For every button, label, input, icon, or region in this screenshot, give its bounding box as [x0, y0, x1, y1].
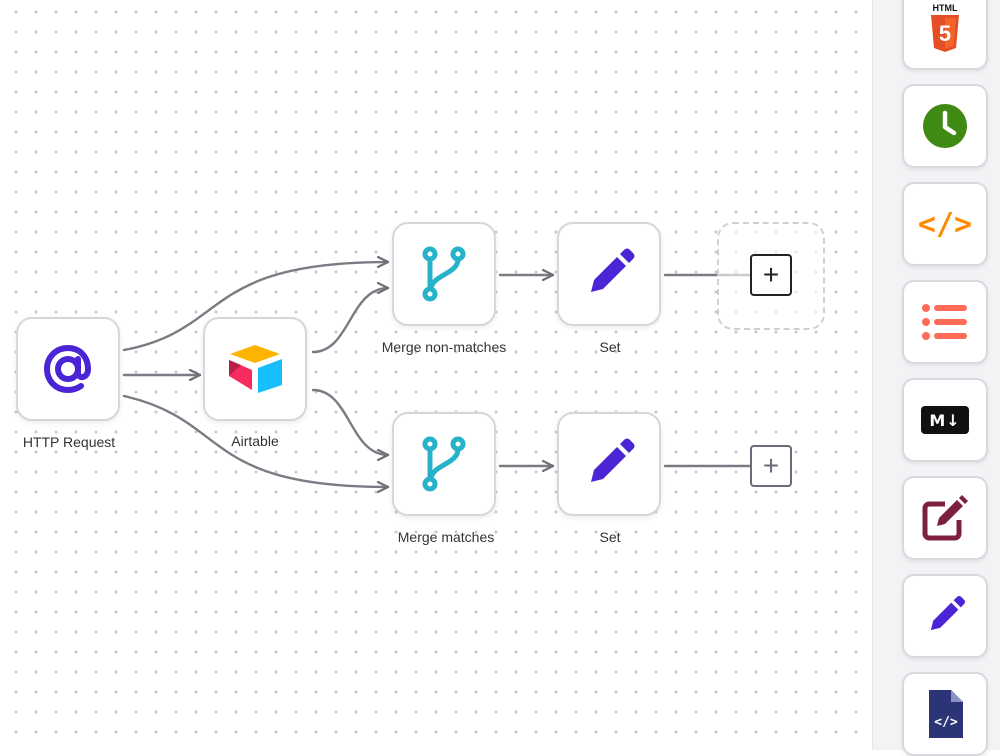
pencil-icon: [591, 438, 635, 482]
code-brackets-icon: </>: [917, 206, 973, 242]
node-merge-non-matches[interactable]: [392, 222, 496, 326]
airtable-logo-icon: [229, 345, 282, 393]
node-airtable[interactable]: [203, 317, 307, 421]
node-label-http-request: HTTP Request: [22, 434, 116, 450]
code-file-glyph: </>: [934, 715, 958, 730]
node-set-bottom[interactable]: [557, 412, 661, 516]
html5-icon: HTML 5: [931, 3, 959, 52]
node-panel[interactable]: HTML 5 </> M↓: [872, 0, 1000, 756]
panel-item-item-lists[interactable]: [902, 280, 988, 364]
plus-icon: +: [762, 450, 780, 481]
edge-airtable-to-merge-matches[interactable]: [311, 388, 390, 455]
node-label-merge-non-matches: Merge non-matches: [381, 339, 507, 355]
pencil-icon: [591, 248, 635, 292]
node-label-airtable: Airtable: [231, 433, 279, 449]
connections-layer: [122, 0, 752, 750]
panel-item-code-file[interactable]: </>: [902, 672, 988, 756]
node-label-merge-matches: Merge matches: [397, 529, 495, 545]
plus-icon: +: [762, 259, 780, 290]
node-label-set-bottom: Set: [599, 529, 621, 545]
at-sign-icon: [43, 344, 92, 394]
add-node-button-top[interactable]: +: [750, 254, 792, 296]
panel-item-cron[interactable]: [902, 84, 988, 168]
html5-label: HTML: [933, 3, 958, 13]
edge-http-to-merge-matches[interactable]: [122, 394, 390, 487]
node-label-set-top: Set: [599, 339, 621, 355]
panel-item-set[interactable]: [902, 574, 988, 658]
edge-http-to-merge-non-matches[interactable]: [122, 262, 390, 352]
panel-item-edit[interactable]: [902, 476, 988, 560]
panel-item-code[interactable]: </>: [902, 182, 988, 266]
node-set-top[interactable]: [557, 222, 661, 326]
merge-branch-icon: [422, 246, 466, 302]
merge-branch-icon: [422, 436, 466, 492]
edit-square-icon: [922, 495, 968, 541]
node-http-request[interactable]: [16, 317, 120, 421]
edge-airtable-to-merge-non-matches[interactable]: [311, 288, 390, 354]
add-node-button-bottom[interactable]: +: [750, 445, 792, 487]
markdown-icon: M↓: [921, 406, 969, 434]
markdown-icon-text: M↓: [929, 410, 961, 430]
workflow-canvas[interactable]: HTTP Request Airtable Merge non-matches: [0, 0, 872, 750]
clock-icon: [923, 104, 967, 148]
panel-item-html[interactable]: HTML 5: [902, 0, 988, 70]
pencil-icon: [930, 595, 966, 631]
code-file-icon: </>: [929, 690, 963, 738]
list-icon: [922, 304, 967, 340]
node-merge-matches[interactable]: [392, 412, 496, 516]
html5-glyph: 5: [939, 21, 951, 46]
panel-item-markdown[interactable]: M↓: [902, 378, 988, 462]
